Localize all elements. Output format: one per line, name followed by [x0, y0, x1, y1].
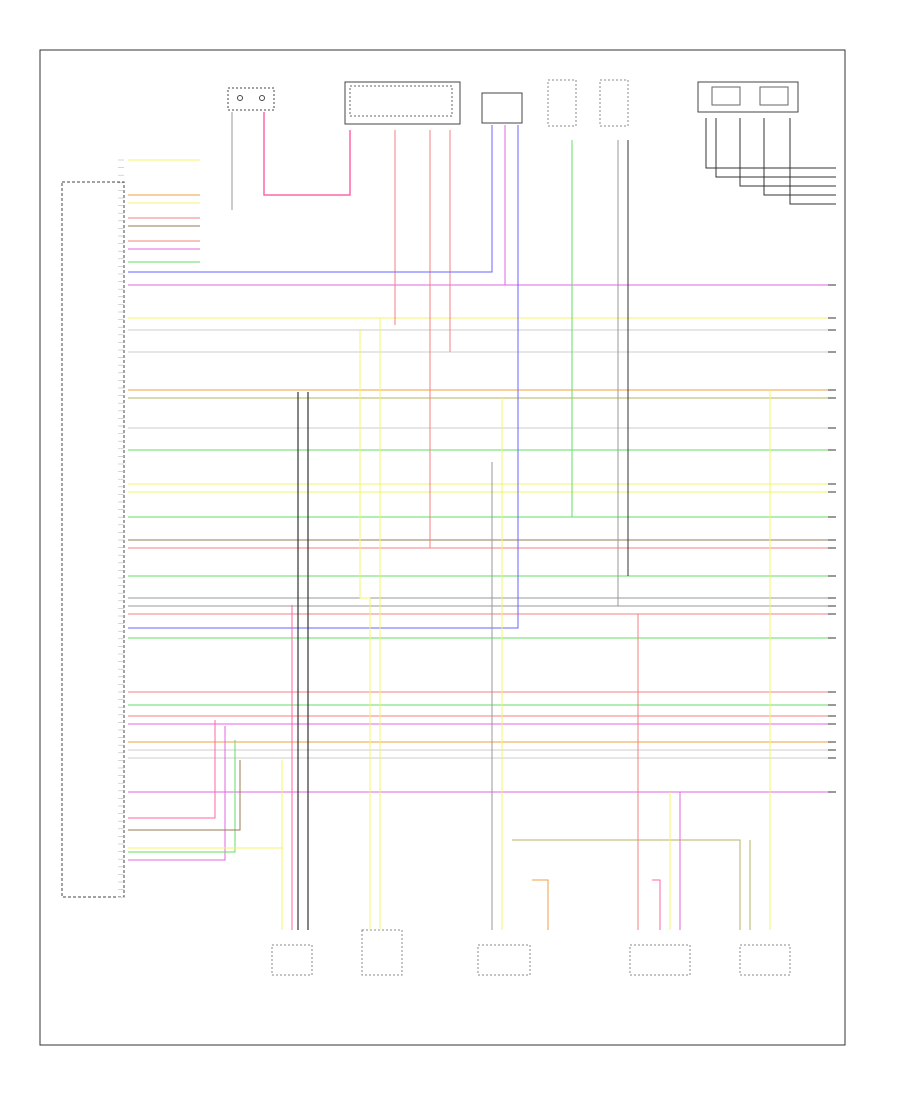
top6-wire-5 — [789, 118, 828, 205]
bottom-component-1 — [271, 944, 313, 976]
top-component-3 — [481, 92, 523, 124]
bottom4-wire-b — [652, 879, 661, 930]
top-component-6 — [697, 81, 799, 113]
bottom2-wire-a — [359, 330, 371, 930]
loop-5 — [128, 760, 241, 831]
ecm-pin-numbers — [118, 159, 124, 898]
top6-wire-4 — [763, 118, 828, 196]
bottom-component-5 — [739, 944, 791, 976]
top-component-4 — [547, 79, 577, 127]
loop-2 — [128, 726, 226, 861]
loop-1 — [128, 720, 216, 819]
top-component-5 — [599, 79, 629, 127]
top6-wire-3 — [739, 118, 828, 187]
top-component-2 — [344, 81, 461, 125]
diagram-frame — [39, 49, 846, 1046]
bottom-component-2 — [361, 929, 403, 976]
top1-wire-b — [263, 112, 351, 196]
wire-layer — [128, 112, 828, 930]
bottom-component-4 — [629, 944, 691, 976]
bottom-component-3 — [477, 944, 531, 976]
wire-end-ticks — [828, 167, 836, 793]
top3-wire-c — [128, 125, 519, 629]
loop-3 — [128, 740, 236, 853]
top-component-1 — [227, 87, 275, 111]
top6-wire-1 — [705, 118, 828, 169]
top6-wire-2 — [715, 118, 828, 178]
bottom3-wire-d — [532, 879, 549, 930]
engine-control-module — [61, 181, 125, 898]
top3-wire-a — [128, 125, 493, 273]
bottom3-wire-c — [512, 839, 741, 930]
